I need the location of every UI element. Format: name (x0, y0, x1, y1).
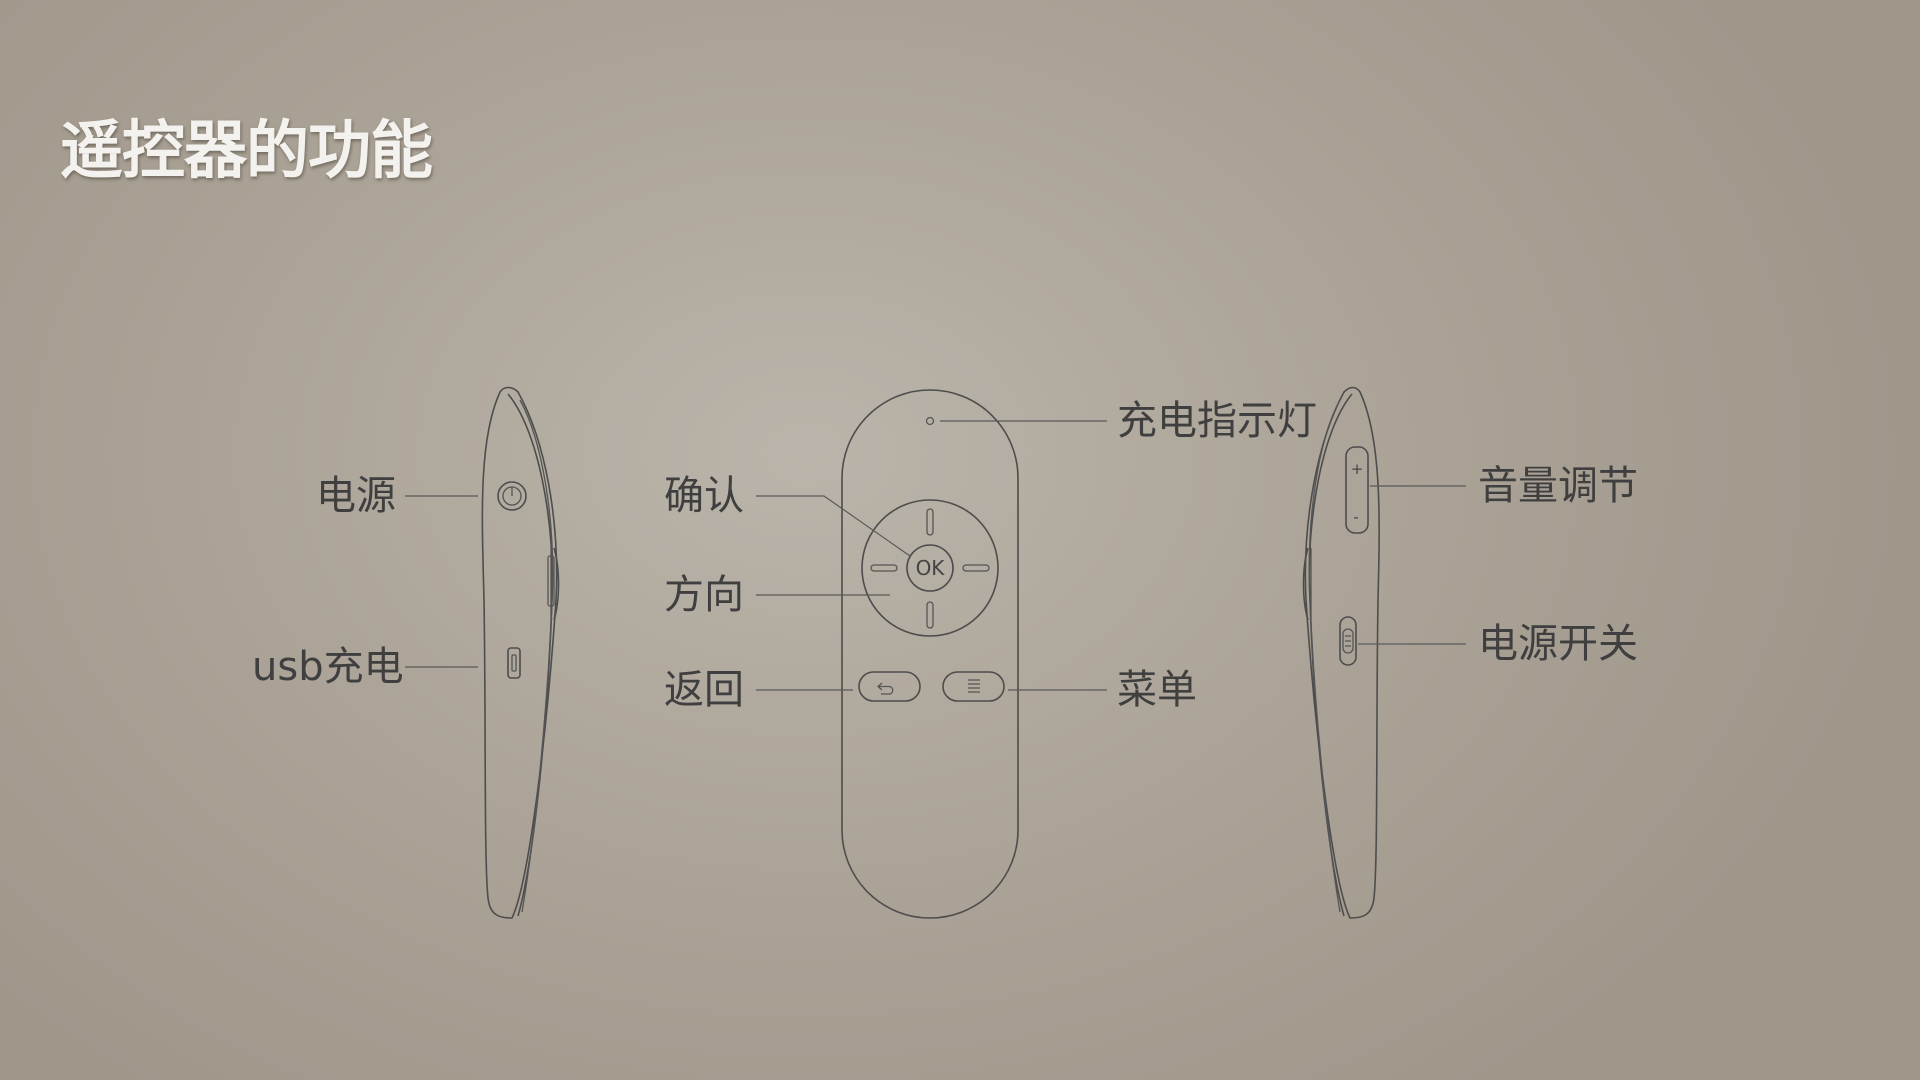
power-switch-icon (1339, 616, 1357, 666)
ok-button (906, 544, 954, 592)
usb-port-icon (507, 647, 521, 679)
label-direction: 方向 (664, 572, 744, 618)
arrow-up-icon (926, 508, 934, 536)
arrow-right-icon (962, 564, 990, 572)
volume-down-icon: - (1353, 508, 1358, 526)
back-button (858, 671, 921, 702)
leader-confirm (756, 495, 911, 557)
arrow-left-icon (870, 564, 898, 572)
arrow-down-icon (926, 601, 934, 629)
label-confirm: 确认 (664, 473, 744, 519)
volume-up-icon: + (1351, 460, 1364, 478)
power-button-icon (497, 481, 527, 511)
label-charge-indicator: 充电指示灯 (1117, 398, 1317, 444)
volume-rocker: + - (1345, 446, 1369, 534)
menu-icon (968, 679, 980, 693)
remote-left-side-view (481, 386, 560, 919)
label-back: 返回 (664, 667, 744, 713)
remote-right-side-view: + - (1302, 386, 1380, 919)
label-power: 电源 (316, 473, 396, 519)
label-volume: 音量调节 (1478, 463, 1638, 509)
charge-indicator-icon (925, 416, 935, 426)
ok-label: OK (916, 556, 946, 580)
menu-button (942, 671, 1005, 702)
remote-front-view: OK (841, 389, 1019, 919)
label-power-switch: 电源开关 (1478, 621, 1638, 667)
label-usb-charge: usb充电 (252, 644, 404, 690)
direction-pad (861, 499, 999, 637)
back-icon (877, 682, 894, 695)
label-menu: 菜单 (1117, 667, 1197, 713)
leader-lines (405, 420, 1466, 691)
slide-title: 遥控器的功能 (60, 114, 433, 187)
